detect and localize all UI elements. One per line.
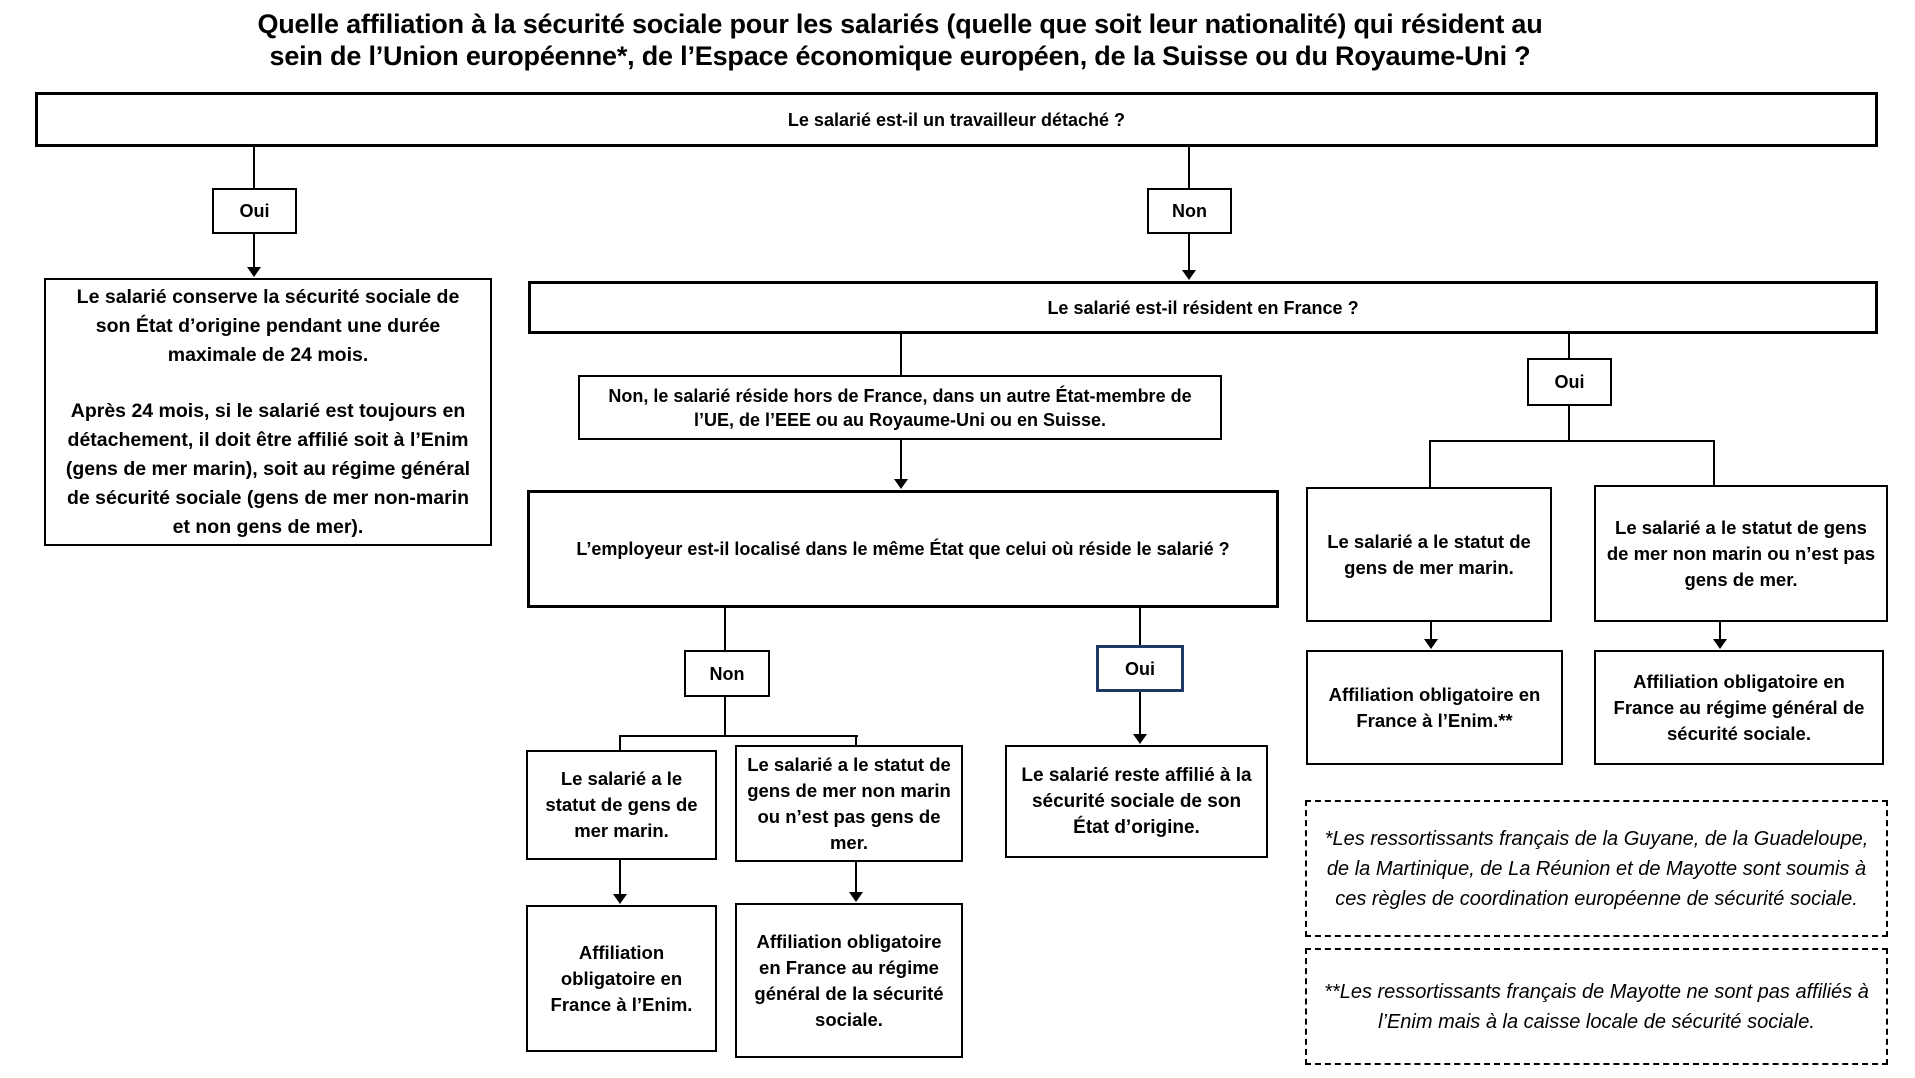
arrowhead [1713, 639, 1727, 649]
node-statut-non-marin-droite: Le salarié a le statut de gens de mer no… [1594, 485, 1888, 622]
arrowhead [894, 479, 908, 489]
footnote-coordination-europeenne-text: *Les ressortissants français de la Guyan… [1324, 827, 1869, 910]
connector [900, 440, 902, 480]
connector [619, 735, 621, 750]
node-statut-non-marin-gauche: Le salarié a le statut de gens de mer no… [735, 745, 963, 862]
node-question-resident-france-text: Le salarié est-il résident en France ? [1047, 297, 1359, 318]
node-reside-hors-france: Non, le salarié réside hors de France, d… [578, 375, 1222, 440]
node-statut-marin-droite: Le salarié a le statut de gens de mer ma… [1306, 487, 1552, 622]
label-oui-employeur-text: Oui [1125, 658, 1155, 679]
footnote-mayotte-text: **Les ressortissants français de Mayotte… [1324, 980, 1869, 1033]
label-oui-detache-text: Oui [239, 201, 270, 221]
connector [619, 860, 621, 895]
connector [1188, 147, 1190, 188]
node-question-employeur-meme-etat-text: L’employeur est-il localisé dans le même… [576, 539, 1230, 559]
arrowhead [1182, 270, 1196, 280]
page-title-line1: Quelle affiliation à la sécurité sociale… [257, 9, 1543, 39]
node-statut-marin-gauche-text: Le salarié a le statut de gens de mer ma… [545, 768, 698, 841]
arrowhead [1133, 734, 1147, 744]
node-resultat-detachement-para2: Après 24 mois, si le salarié est toujour… [65, 399, 471, 538]
node-affiliation-regime-general-droite: Affiliation obligatoire en France au rég… [1594, 650, 1884, 765]
node-statut-marin-gauche: Le salarié a le statut de gens de mer ma… [526, 750, 717, 860]
connector [1429, 440, 1431, 487]
connector [1139, 692, 1141, 735]
node-question-travailleur-detache: Le salarié est-il un travailleur détaché… [35, 92, 1878, 147]
node-affiliation-regime-general-gauche: Affiliation obligatoire en France au rég… [735, 903, 963, 1058]
node-question-employeur-meme-etat: L’employeur est-il localisé dans le même… [527, 490, 1279, 608]
node-affiliation-enim-droite-text: Affiliation obligatoire en France à l’En… [1328, 683, 1541, 731]
connector [1719, 622, 1721, 640]
connector [724, 697, 726, 735]
node-statut-non-marin-droite-text: Le salarié a le statut de gens de mer no… [1606, 516, 1876, 590]
label-oui-employeur: Oui [1096, 645, 1184, 692]
node-statut-non-marin-gauche-text: Le salarié a le statut de gens de mer no… [747, 753, 951, 853]
label-oui-detache: Oui [212, 188, 297, 234]
node-reste-affilie-etat-origine: Le salarié reste affilié à la sécurité s… [1005, 745, 1268, 858]
arrowhead [1424, 639, 1438, 649]
page-title-line2: sein de l’Union européenne*, de l’Espace… [269, 41, 1531, 71]
connector [855, 735, 857, 747]
connector [724, 608, 726, 650]
node-reste-affilie-etat-origine-text: Le salarié reste affilié à la sécurité s… [1021, 764, 1252, 838]
arrowhead [613, 894, 627, 904]
connector [900, 334, 902, 375]
node-affiliation-regime-general-droite-text: Affiliation obligatoire en France au rég… [1613, 670, 1865, 744]
connector [1713, 440, 1715, 485]
node-affiliation-enim-droite: Affiliation obligatoire en France à l’En… [1306, 650, 1563, 765]
connector [253, 234, 255, 268]
node-resultat-detachement-para1: Le salarié conserve la sécurité sociale … [76, 285, 460, 366]
node-question-resident-france: Le salarié est-il résident en France ? [528, 281, 1878, 334]
connector [1429, 440, 1715, 442]
node-question-travailleur-detache-text: Le salarié est-il un travailleur détaché… [787, 109, 1126, 130]
label-non-detache-text: Non [1172, 201, 1207, 221]
node-resultat-detachement: Le salarié conserve la sécurité sociale … [44, 278, 492, 546]
node-affiliation-enim-gauche-text: Affiliation obligatoire en France à l’En… [550, 941, 693, 1015]
footnote-mayotte: **Les ressortissants français de Mayotte… [1305, 948, 1888, 1065]
footnote-coordination-europeenne: *Les ressortissants français de la Guyan… [1305, 800, 1888, 937]
connector [619, 735, 858, 737]
connector [855, 862, 857, 893]
label-non-employeur-text: Non [709, 663, 745, 684]
connector [1430, 622, 1432, 640]
label-oui-resident-text: Oui [1554, 372, 1585, 392]
label-non-detache: Non [1147, 188, 1232, 234]
node-affiliation-regime-general-gauche-text: Affiliation obligatoire en France au rég… [754, 930, 944, 1030]
arrowhead [247, 267, 261, 277]
connector [1139, 608, 1141, 645]
node-statut-marin-droite-text: Le salarié a le statut de gens de mer ma… [1327, 530, 1531, 578]
label-oui-resident: Oui [1527, 358, 1612, 406]
arrowhead [849, 892, 863, 902]
node-reside-hors-france-text: Non, le salarié réside hors de France, d… [608, 385, 1192, 430]
connector [1188, 234, 1190, 271]
connector [1568, 334, 1570, 358]
page-title: Quelle affiliation à la sécurité sociale… [0, 8, 1800, 72]
connector [253, 147, 255, 188]
connector [1568, 406, 1570, 440]
node-affiliation-enim-gauche: Affiliation obligatoire en France à l’En… [526, 905, 717, 1052]
label-non-employeur: Non [684, 650, 770, 697]
